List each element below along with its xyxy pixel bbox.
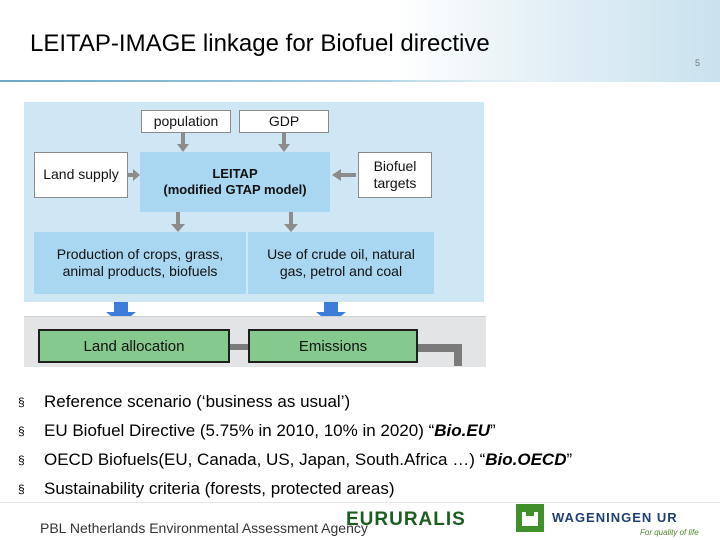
bullet-text: Sustainability criteria (forests, protec… bbox=[44, 479, 395, 498]
footer-divider bbox=[0, 502, 720, 503]
wageningen-logo-text: WAGENINGEN UR bbox=[552, 510, 678, 525]
bullet-item: § Sustainability criteria (forests, prot… bbox=[0, 477, 720, 501]
arrow-leitap-to-production bbox=[171, 212, 185, 232]
arrow-gdp-to-leitap bbox=[278, 133, 290, 152]
bullet-mark: § bbox=[18, 482, 25, 496]
slide-header bbox=[0, 0, 720, 82]
bullet-item: § EU Biofuel Directive (5.75% in 2010, 1… bbox=[0, 419, 720, 443]
land-allocation-box: Land allocation bbox=[38, 329, 230, 363]
gdp-box: GDP bbox=[239, 110, 329, 133]
land-supply-box: Land supply bbox=[34, 152, 128, 198]
connector-bar bbox=[418, 344, 462, 352]
leitap-subtitle: (modified GTAP model) bbox=[163, 182, 307, 197]
arrow-biofuel-to-leitap bbox=[332, 169, 356, 181]
emissions-box: Emissions bbox=[248, 329, 418, 363]
bullet-text: OECD Biofuels(EU, Canada, US, Japan, Sou… bbox=[44, 450, 573, 469]
bullet-mark: § bbox=[18, 395, 25, 409]
header-divider bbox=[0, 80, 530, 82]
eururalis-logo: EURURALIS bbox=[346, 509, 466, 530]
scenario-name: Bio.EU bbox=[434, 421, 490, 440]
leitap-box: LEITAP (modified GTAP model) bbox=[140, 152, 330, 212]
wageningen-logo-icon bbox=[516, 504, 544, 532]
bullet-text: Reference scenario (‘business as usual’) bbox=[44, 392, 351, 411]
bullet-item: § Reference scenario (‘business as usual… bbox=[0, 390, 720, 414]
leitap-title: LEITAP bbox=[212, 165, 258, 181]
arrow-land-to-leitap bbox=[128, 169, 140, 181]
wageningen-tagline: For quality of life bbox=[640, 528, 699, 537]
arrow-population-to-leitap bbox=[177, 133, 189, 152]
arrow-leitap-to-fossil-use bbox=[284, 212, 298, 232]
slide-number: 5 bbox=[695, 58, 701, 68]
bullet-item: § OECD Biofuels(EU, Canada, US, Japan, S… bbox=[0, 448, 720, 472]
biofuel-targets-box: Biofuel targets bbox=[358, 152, 432, 198]
scenario-name: Bio.OECD bbox=[485, 450, 567, 469]
fossil-fuel-use-box: Use of crude oil, natural gas, petrol an… bbox=[248, 232, 434, 294]
pbl-logo-text: PBL Netherlands Environmental Assessment… bbox=[40, 520, 368, 536]
connector-bar bbox=[454, 344, 462, 366]
slide-title: LEITAP-IMAGE linkage for Biofuel directi… bbox=[30, 30, 490, 57]
connector-bar bbox=[230, 344, 248, 350]
population-box: population bbox=[141, 110, 231, 133]
bullet-text: EU Biofuel Directive (5.75% in 2010, 10%… bbox=[44, 421, 496, 440]
bullet-mark: § bbox=[18, 453, 25, 467]
production-box: Production of crops, grass, animal produ… bbox=[34, 232, 246, 294]
linkage-diagram: population GDP Land supply LEITAP (modif… bbox=[24, 102, 484, 302]
bullet-mark: § bbox=[18, 424, 25, 438]
